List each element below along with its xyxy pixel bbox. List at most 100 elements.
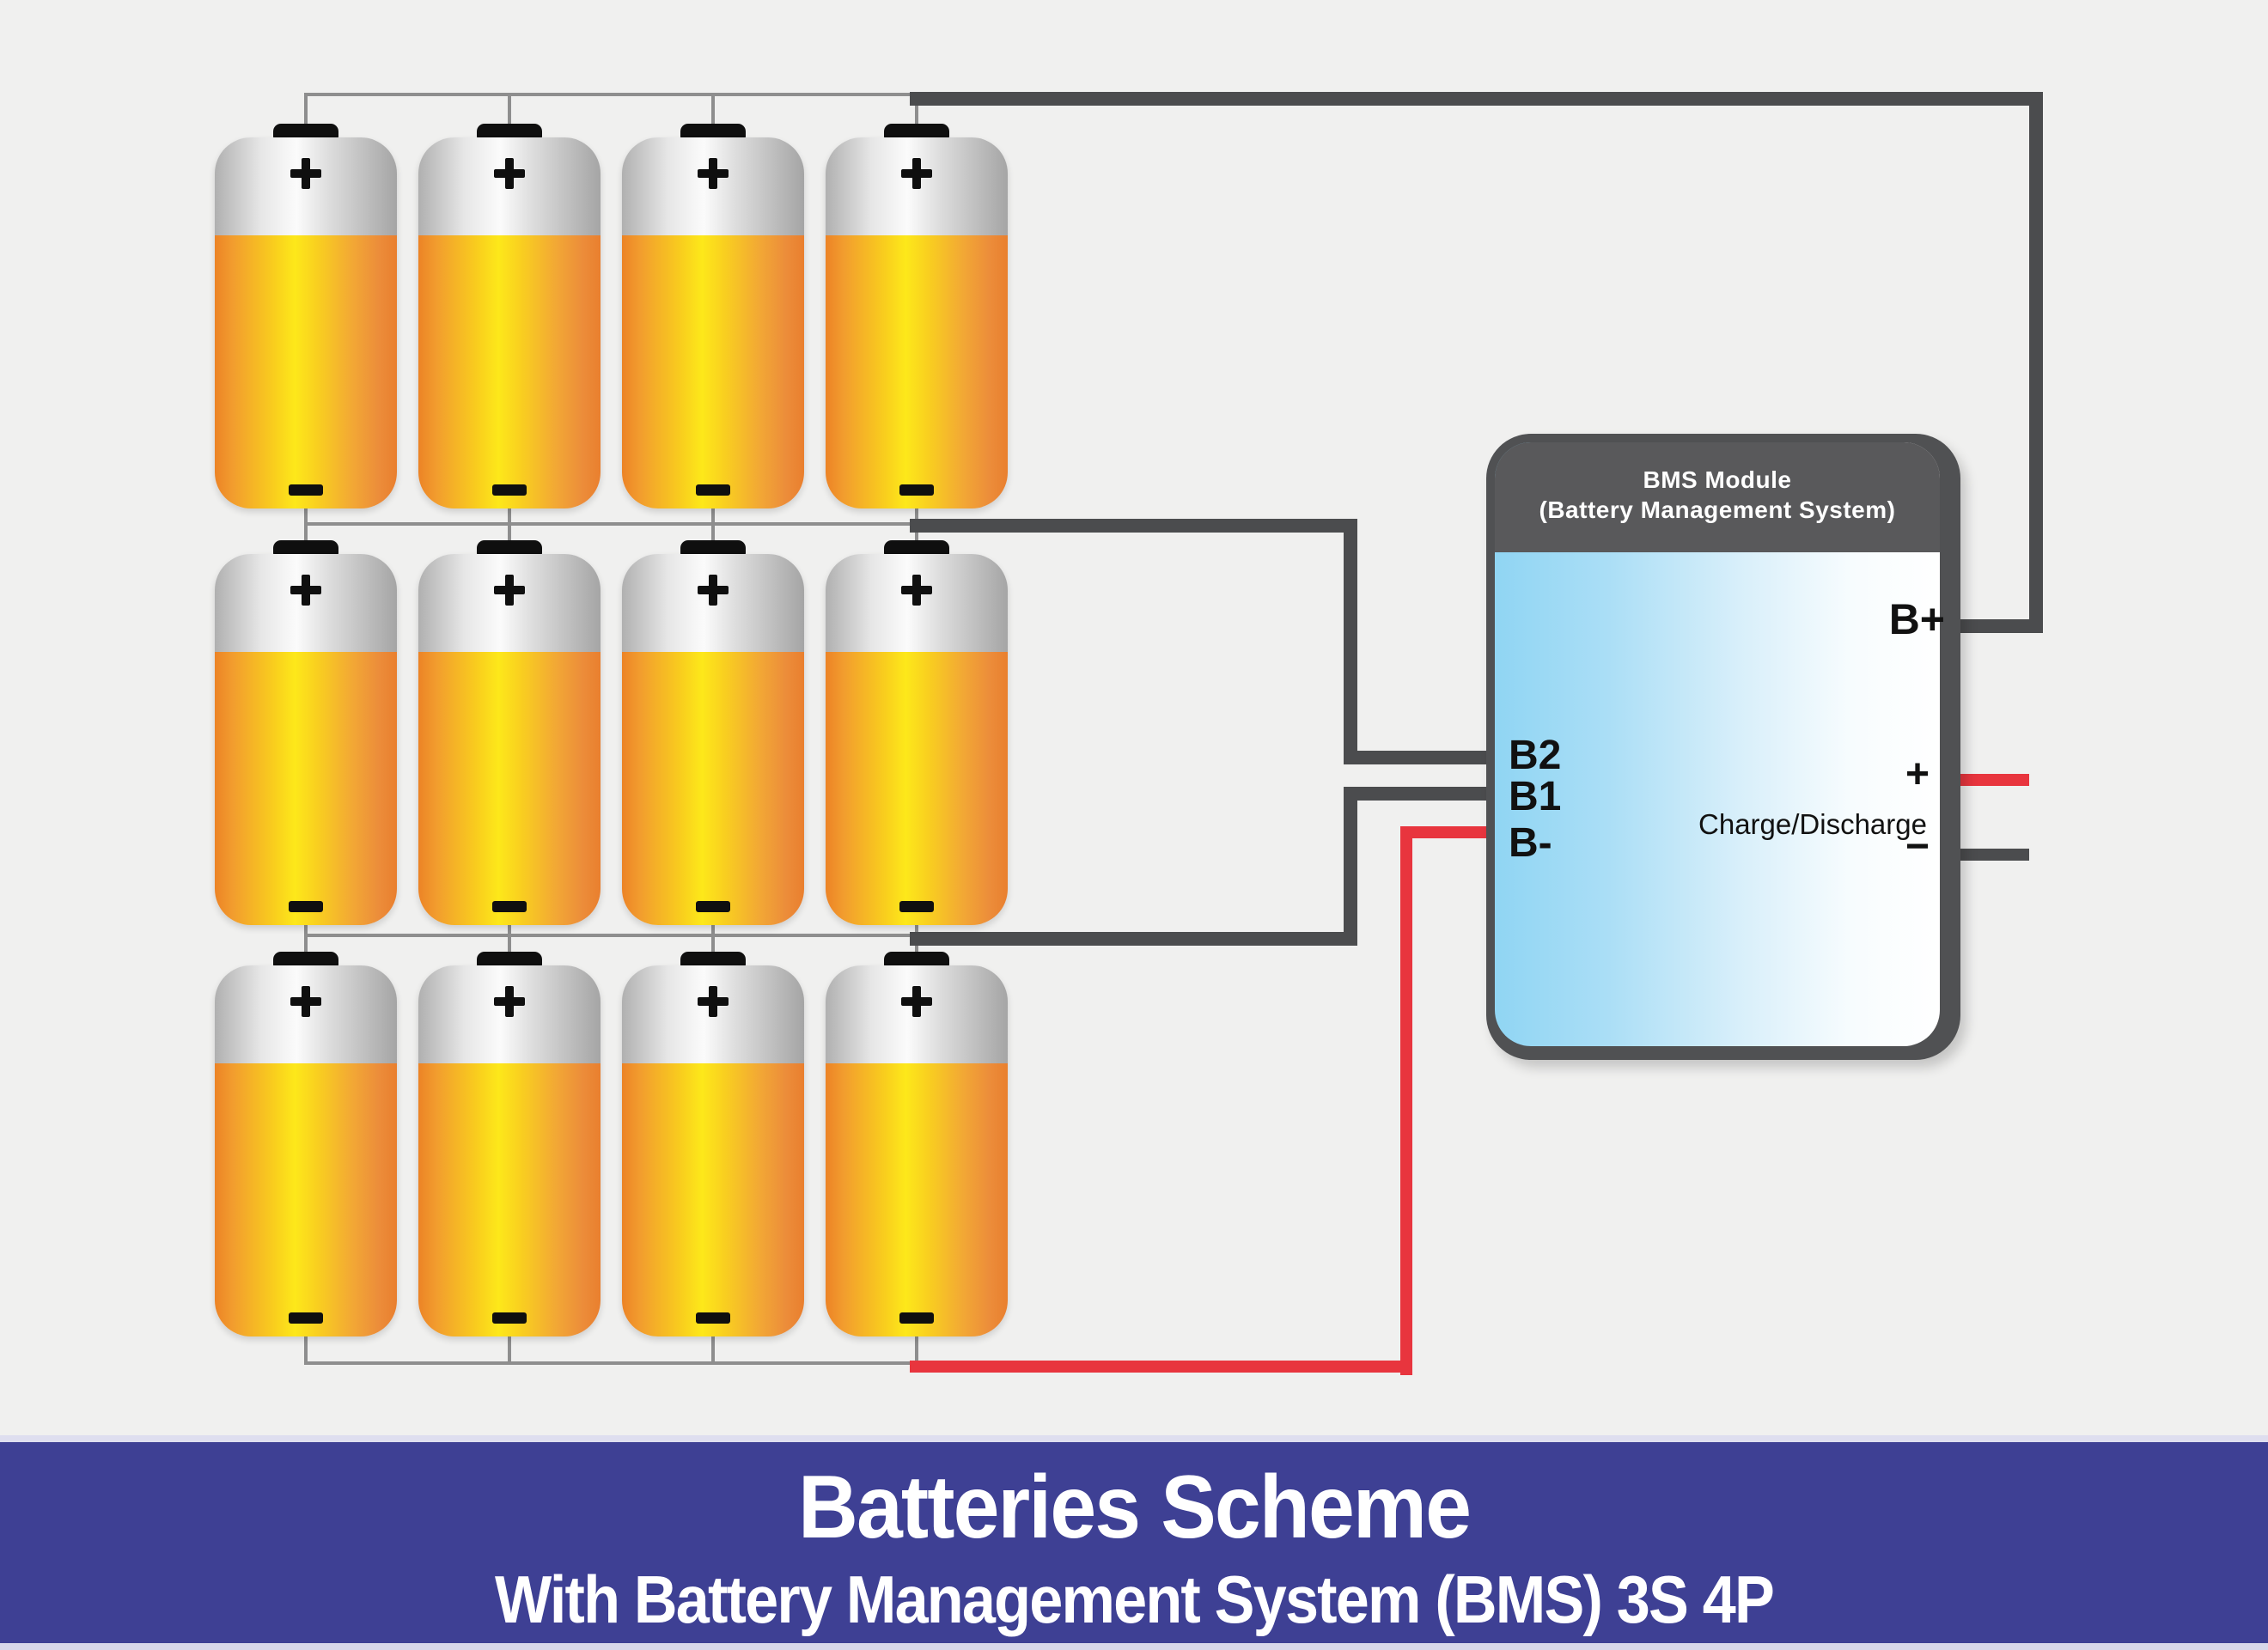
series-sense-wire (1952, 849, 2029, 861)
battery-orange-shell (418, 652, 601, 925)
negative-wire (1952, 774, 2029, 786)
battery-orange-shell (215, 235, 397, 508)
bms-module: BMS Module (Battery Management System) (1486, 434, 1960, 1060)
minus-terminal-icon (492, 484, 527, 496)
minus-terminal-icon (899, 1312, 934, 1324)
battery-silver-top (418, 137, 601, 235)
battery-cell (418, 952, 601, 1336)
battery-body (418, 137, 601, 508)
battery-silver-top (215, 554, 397, 652)
terminal-stub-wire (915, 93, 918, 127)
battery-positive-cap (884, 952, 949, 967)
series-sense-wire (910, 92, 2043, 106)
battery-cell (622, 540, 804, 925)
battery-orange-shell (826, 652, 1008, 925)
bms-pin-b2-label: B2 (1509, 733, 1562, 778)
banner-top-strip (0, 1435, 2268, 1442)
terminal-stub-wire (304, 93, 308, 127)
battery-body (826, 137, 1008, 508)
bms-module-header: BMS Module (Battery Management System) (1495, 442, 1940, 552)
battery-orange-shell (826, 1063, 1008, 1336)
negative-wire (1400, 826, 1491, 838)
battery-positive-cap (680, 952, 746, 967)
plus-terminal-icon (290, 158, 321, 189)
bms-pin-bplus-label: B+ (1888, 595, 1945, 643)
plus-terminal-icon (901, 158, 932, 189)
battery-cell (215, 124, 397, 508)
battery-silver-top (826, 965, 1008, 1063)
terminal-stub-wire (711, 93, 715, 127)
minus-terminal-icon (899, 484, 934, 496)
battery-body (826, 554, 1008, 925)
battery-cell (215, 540, 397, 925)
terminal-stub-wire (711, 507, 715, 545)
minus-terminal-icon (696, 1312, 730, 1324)
terminal-stub-wire (711, 922, 715, 956)
plus-terminal-icon (698, 158, 729, 189)
minus-terminal-icon (492, 901, 527, 912)
series-sense-wire (910, 932, 1357, 946)
battery-silver-top (622, 137, 804, 235)
minus-terminal-icon (289, 484, 323, 496)
battery-body (215, 554, 397, 925)
minus-terminal-icon (696, 484, 730, 496)
battery-body (215, 965, 397, 1336)
battery-orange-shell (622, 652, 804, 925)
battery-orange-shell (418, 235, 601, 508)
battery-orange-shell (622, 235, 804, 508)
series-sense-wire (2029, 92, 2043, 633)
plus-terminal-icon (494, 158, 525, 189)
terminal-stub-wire (508, 507, 511, 545)
battery-silver-top (826, 554, 1008, 652)
battery-silver-top (418, 965, 601, 1063)
bms-pin-bminus-label: B- (1509, 820, 1552, 866)
battery-positive-cap (477, 540, 542, 556)
battery-cell (826, 540, 1008, 925)
parallel-bus-wire (304, 522, 918, 526)
terminal-stub-wire (915, 1333, 918, 1365)
battery-positive-cap (273, 952, 338, 967)
battery-body (215, 137, 397, 508)
battery-body (826, 965, 1008, 1336)
series-sense-wire (1952, 619, 2043, 633)
battery-positive-cap (680, 540, 746, 556)
battery-cell (826, 952, 1008, 1336)
diagram-subtitle: With Battery Management System (BMS) 3S … (494, 1562, 1775, 1637)
minus-terminal-icon (492, 1312, 527, 1324)
plus-terminal-icon (698, 986, 729, 1017)
series-sense-wire (1344, 787, 1357, 946)
plus-terminal-icon (494, 986, 525, 1017)
terminal-stub-wire (711, 1333, 715, 1365)
battery-positive-cap (273, 124, 338, 139)
bms-title-line2: (Battery Management System) (1539, 496, 1896, 523)
battery-silver-top (418, 554, 601, 652)
battery-body (622, 554, 804, 925)
battery-cell (418, 124, 601, 508)
bms-pin-b1-label: B1 (1509, 774, 1562, 819)
negative-wire (1400, 826, 1412, 1375)
plus-terminal-icon (494, 575, 525, 606)
terminal-stub-wire (508, 922, 511, 956)
series-sense-wire (1344, 751, 1491, 764)
battery-positive-cap (477, 124, 542, 139)
battery-positive-cap (273, 540, 338, 556)
battery-cell (215, 952, 397, 1336)
title-banner (0, 1442, 2268, 1643)
battery-cell (826, 124, 1008, 508)
battery-silver-top (622, 554, 804, 652)
charge-discharge-label: Charge/Discharge (1698, 808, 1927, 840)
terminal-stub-wire (304, 507, 308, 545)
series-sense-wire (910, 519, 1357, 533)
battery-body (418, 554, 601, 925)
terminal-stub-wire (508, 93, 511, 127)
battery-positive-cap (884, 540, 949, 556)
battery-positive-cap (680, 124, 746, 139)
battery-silver-top (622, 965, 804, 1063)
terminal-stub-wire (304, 922, 308, 956)
parallel-bus-wire (304, 934, 918, 937)
banner-bottom-strip (0, 1643, 2268, 1650)
charge-plus-label: + (1905, 752, 1930, 797)
series-sense-wire (1344, 519, 1357, 764)
parallel-bus-wire (304, 93, 918, 96)
